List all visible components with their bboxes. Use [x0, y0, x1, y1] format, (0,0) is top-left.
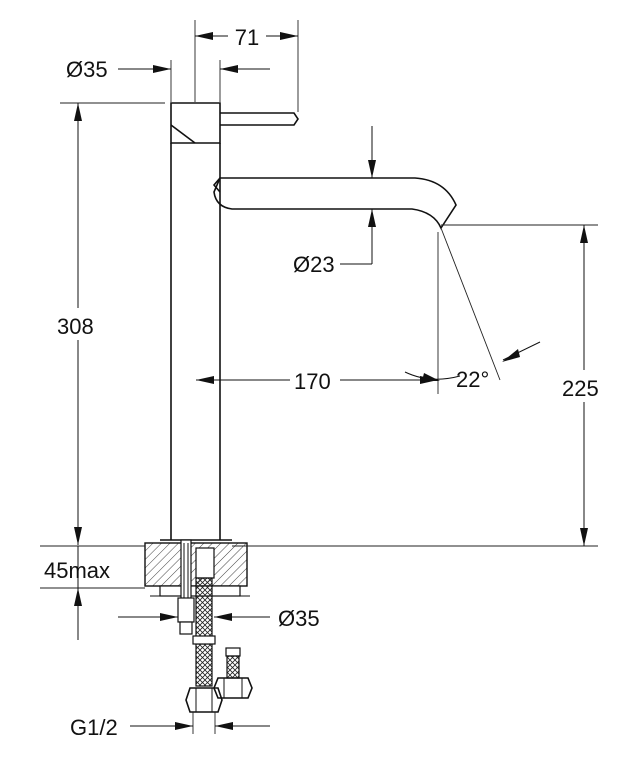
lever-cap — [170, 102, 221, 144]
label-outlet-angle: 22° — [456, 367, 489, 392]
dim-lever-offset: 71 — [194, 20, 299, 112]
lever-handle — [220, 112, 299, 126]
hose-nut-right — [213, 677, 253, 699]
label-connection-thread: G1/2 — [70, 715, 118, 740]
dim-connection-thread: G1/2 — [70, 712, 270, 740]
faucet-body — [160, 102, 457, 541]
label-total-height: 308 — [57, 314, 94, 339]
label-spout-reach: 170 — [294, 369, 331, 394]
hose-nut-left — [185, 687, 223, 713]
label-top-diameter: Ø35 — [66, 57, 108, 82]
dim-mounting-thickness: 45max — [40, 545, 145, 640]
dim-total-height: 308 — [57, 102, 165, 545]
dim-outlet-height: 225 — [232, 224, 608, 547]
dim-spout-diameter: Ø23 — [293, 126, 376, 277]
label-spout-diameter: Ø23 — [293, 252, 335, 277]
label-outlet-height: 225 — [562, 376, 599, 401]
label-mounting-thickness: 45max — [44, 558, 110, 583]
dim-spout-reach: 170 — [196, 232, 439, 394]
label-base-diameter: Ø35 — [278, 606, 320, 631]
dim-outlet-angle: 22° — [404, 227, 541, 392]
dim-top-diameter: Ø35 — [66, 57, 270, 102]
flex-hoses — [185, 577, 253, 713]
dim-base-diameter: Ø35 — [118, 606, 320, 631]
countertop-section — [144, 539, 250, 635]
spout — [213, 177, 457, 230]
label-lever-offset: 71 — [235, 25, 259, 50]
